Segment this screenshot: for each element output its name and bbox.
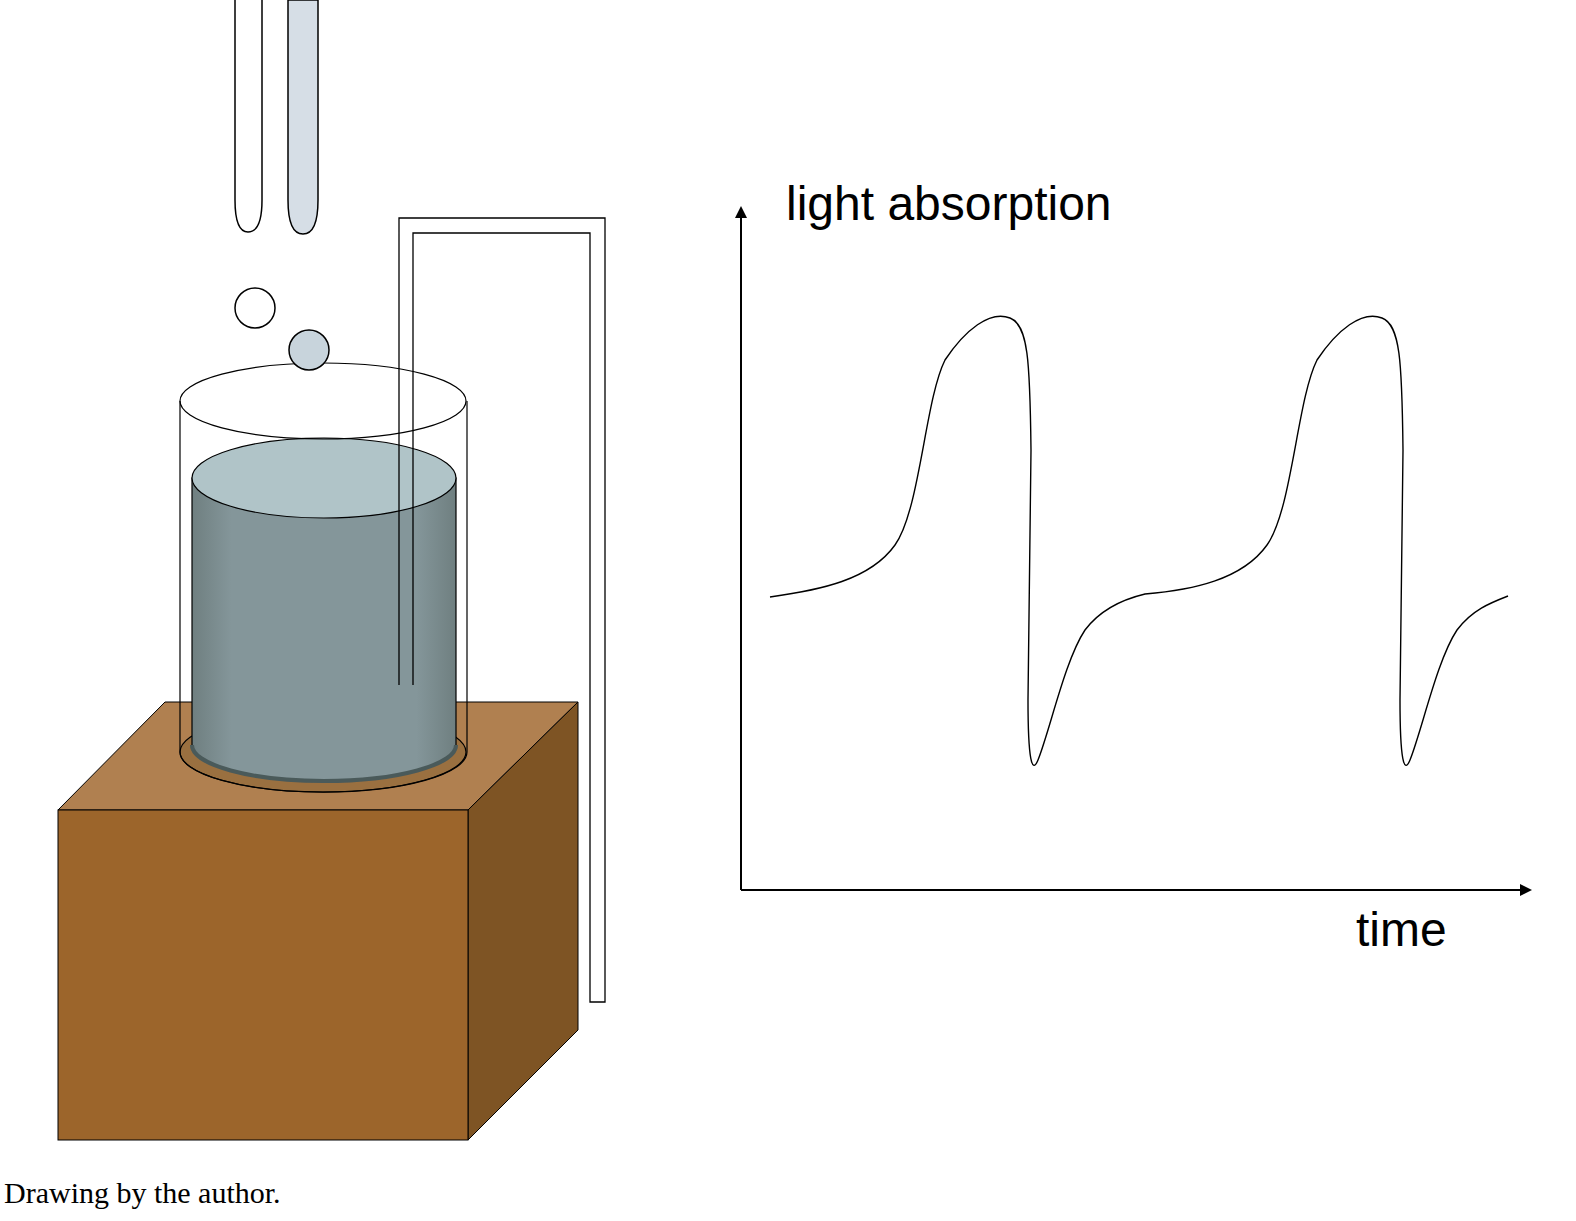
probe-tube — [399, 218, 605, 1002]
caption: Drawing by the author. — [4, 1176, 281, 1210]
stirrer-front — [58, 810, 468, 1140]
drop — [289, 330, 329, 370]
beaker-rim-bottom — [180, 752, 467, 792]
x-axis — [741, 889, 1530, 891]
drop — [235, 288, 275, 328]
beaker-rim — [180, 363, 466, 439]
axis-label: time — [1356, 902, 1447, 957]
absorption-curve — [770, 316, 1508, 765]
liquid-bottom — [192, 745, 456, 781]
y-axis — [740, 208, 742, 890]
stirrer-side — [468, 702, 578, 1140]
pipette — [235, 0, 262, 232]
pipette — [288, 0, 318, 234]
axis-label: light absorption — [786, 176, 1112, 231]
liquid — [192, 478, 456, 781]
liquid-surface — [192, 438, 456, 518]
beaker-wall — [180, 401, 467, 752]
